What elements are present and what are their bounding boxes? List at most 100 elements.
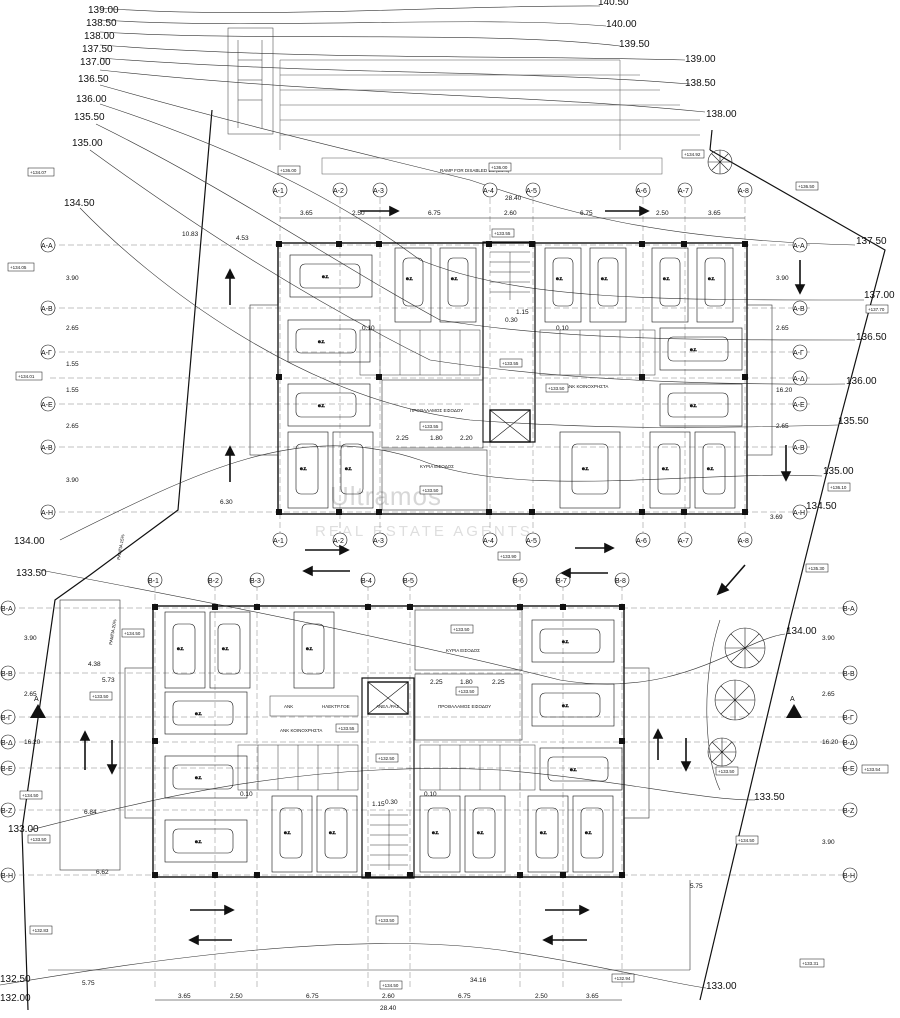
grid-label: B-A bbox=[1, 606, 13, 613]
grid-label: A-5 bbox=[526, 188, 537, 195]
parking-bay-label: Θ.Σ. bbox=[540, 831, 547, 835]
dim-value: 10.83 bbox=[182, 231, 199, 238]
grid-label: A-2 bbox=[333, 188, 344, 195]
dim-value: 3.90 bbox=[66, 275, 79, 282]
grid-label: B-Δ bbox=[843, 740, 855, 747]
level-text: +133.55 bbox=[422, 424, 439, 429]
grid-bubble: B-H bbox=[0, 867, 16, 883]
parking-bay: Θ.Σ. bbox=[287, 431, 329, 509]
grid-bubble: A-7 bbox=[677, 182, 693, 198]
contour-label: 134.50 bbox=[806, 501, 837, 512]
dim-value: 2.65 bbox=[66, 423, 79, 430]
watermark-brand: Ultramos bbox=[330, 481, 442, 511]
grid-bubble: B-Δ bbox=[842, 734, 858, 750]
parking-bay-label: Θ.Σ. bbox=[329, 831, 336, 835]
grid-bubble: A-B bbox=[792, 439, 808, 455]
parking-bay-label: Θ.Σ. bbox=[690, 404, 697, 408]
grid-bubble: B-B bbox=[842, 665, 858, 681]
dim-value: 3.65 bbox=[586, 993, 599, 1000]
lower-ank-label: ΑΝΚ bbox=[284, 704, 293, 709]
grid-bubble: A-8 bbox=[737, 182, 753, 198]
contour-label: 132.00 bbox=[0, 993, 31, 1004]
grid-label: A-A bbox=[41, 243, 53, 250]
parking-bay-label: Θ.Σ. bbox=[477, 831, 484, 835]
dim-value: 16.20 bbox=[24, 739, 41, 746]
parking-bay: Θ.Σ. bbox=[164, 755, 248, 799]
parking-bay-label: Θ.Σ. bbox=[177, 647, 184, 651]
grid-label: A-H bbox=[41, 510, 53, 517]
level-tag-texts: +134.07 +134.05 +134.01 +133.90 +133.55 … bbox=[10, 152, 885, 988]
dim-value: 2.50 bbox=[230, 993, 243, 1000]
upper-grid-rows-left: A-A A-B A-Γ A-E A-B A-H bbox=[40, 237, 56, 520]
lower-electric-label: ΗΛΕΚΤΡ.ΓΟΕ bbox=[322, 704, 350, 709]
parking-bay: Θ.Σ. bbox=[394, 247, 432, 323]
contour-label: 140.00 bbox=[606, 19, 637, 30]
grid-bubble: B-Z bbox=[0, 802, 16, 818]
grid-bubble: A-H bbox=[40, 504, 56, 520]
level-text: +135.30 bbox=[808, 566, 825, 571]
grid-label: B-A bbox=[843, 606, 855, 613]
contour-label: 133.50 bbox=[16, 568, 47, 579]
upper-lobby-label: ΠΡΟΘΑΛΑΜΟΣ ΕΙΣΟΔΟΥ bbox=[410, 408, 463, 413]
grid-label: A-A bbox=[793, 243, 805, 250]
level-text: +134.07 bbox=[30, 170, 47, 175]
grid-label: A-1 bbox=[273, 188, 284, 195]
tree-icon bbox=[707, 149, 733, 175]
contour-label: 133.50 bbox=[754, 792, 785, 803]
grid-label: A-Γ bbox=[793, 350, 804, 357]
level-text: +134.01 bbox=[18, 374, 35, 379]
dim-value: 2.50 bbox=[656, 210, 669, 217]
level-text: +136.50 bbox=[798, 184, 815, 189]
dim-value: 1.80 bbox=[460, 679, 473, 686]
dim-value: 0.10 bbox=[424, 791, 437, 798]
dim-value: 2.65 bbox=[776, 325, 789, 332]
level-text: +134.05 bbox=[10, 265, 27, 270]
grid-label: A-8 bbox=[738, 188, 749, 195]
parking-bay: Θ.Σ. bbox=[209, 611, 251, 689]
lower-main-entrance-label: ΚΥΡΙΑ ΕΙΣΟΔΟΣ bbox=[446, 648, 480, 653]
parking-bay: Θ.Σ. bbox=[539, 747, 623, 791]
grid-bubble: B-H bbox=[842, 867, 858, 883]
level-text: +132.94 bbox=[614, 976, 631, 981]
parking-bay: Θ.Σ. bbox=[164, 691, 248, 735]
parking-bay-label: Θ.Σ. bbox=[306, 647, 313, 651]
dim-value: 6.84 bbox=[84, 809, 97, 816]
parking-bay-label: Θ.Σ. bbox=[432, 831, 439, 835]
parking-bay-label: Θ.Σ. bbox=[284, 831, 291, 835]
contour-label: 134.00 bbox=[14, 536, 45, 547]
parking-bay-label: Θ.Σ. bbox=[663, 277, 670, 281]
grid-label: A-4 bbox=[483, 538, 494, 545]
level-text: +133.50 bbox=[422, 488, 439, 493]
watermark-tagline: REAL ESTATE AGENTS bbox=[315, 523, 533, 540]
grid-label: B-E bbox=[1, 766, 13, 773]
grid-label: B-B bbox=[843, 671, 855, 678]
contour-label: 138.00 bbox=[84, 31, 115, 42]
dim-value: 6.75 bbox=[458, 993, 471, 1000]
grid-label: B-4 bbox=[361, 578, 372, 585]
grid-bubble: B-Γ bbox=[0, 709, 16, 725]
dim-value: 3.90 bbox=[24, 635, 37, 642]
grid-label: A-3 bbox=[373, 188, 384, 195]
grid-label: A-Δ bbox=[793, 376, 805, 383]
grid-label: B-5 bbox=[403, 578, 414, 585]
grid-bubble: B-6 bbox=[512, 572, 528, 588]
section-marker-right: A bbox=[786, 696, 802, 718]
dim-value: 2.25 bbox=[430, 679, 443, 686]
contour-label: 136.50 bbox=[856, 332, 887, 343]
ramp-disabled-label: RAMP FOR DISABLED 1:8 (6.9%) bbox=[440, 168, 510, 173]
section-label: A bbox=[34, 696, 39, 703]
grid-label: B-Z bbox=[1, 808, 13, 815]
level-text: +133.50 bbox=[92, 694, 109, 699]
level-text: +132.83 bbox=[32, 928, 49, 933]
grid-bubble: B-E bbox=[0, 760, 16, 776]
grid-bubble: A-Δ bbox=[792, 370, 808, 386]
parking-bay-label: Θ.Σ. bbox=[562, 704, 569, 708]
contour-label: 139.00 bbox=[88, 5, 119, 16]
contour-label: 133.00 bbox=[706, 981, 737, 992]
parking-bay: Θ.Σ. bbox=[694, 431, 736, 509]
dim-value: 5.75 bbox=[82, 980, 95, 987]
tree-icon bbox=[714, 679, 756, 721]
lower-building: ΑΝΕΛ./ΡΑΣ ΚΥΡΙΑ ΕΙΣΟΔΟΣ ΠΡΟΘΑΛΑΜΟΣ ΕΙΣΟΔ… bbox=[10, 585, 855, 990]
contour-label: 132.50 bbox=[0, 974, 31, 985]
